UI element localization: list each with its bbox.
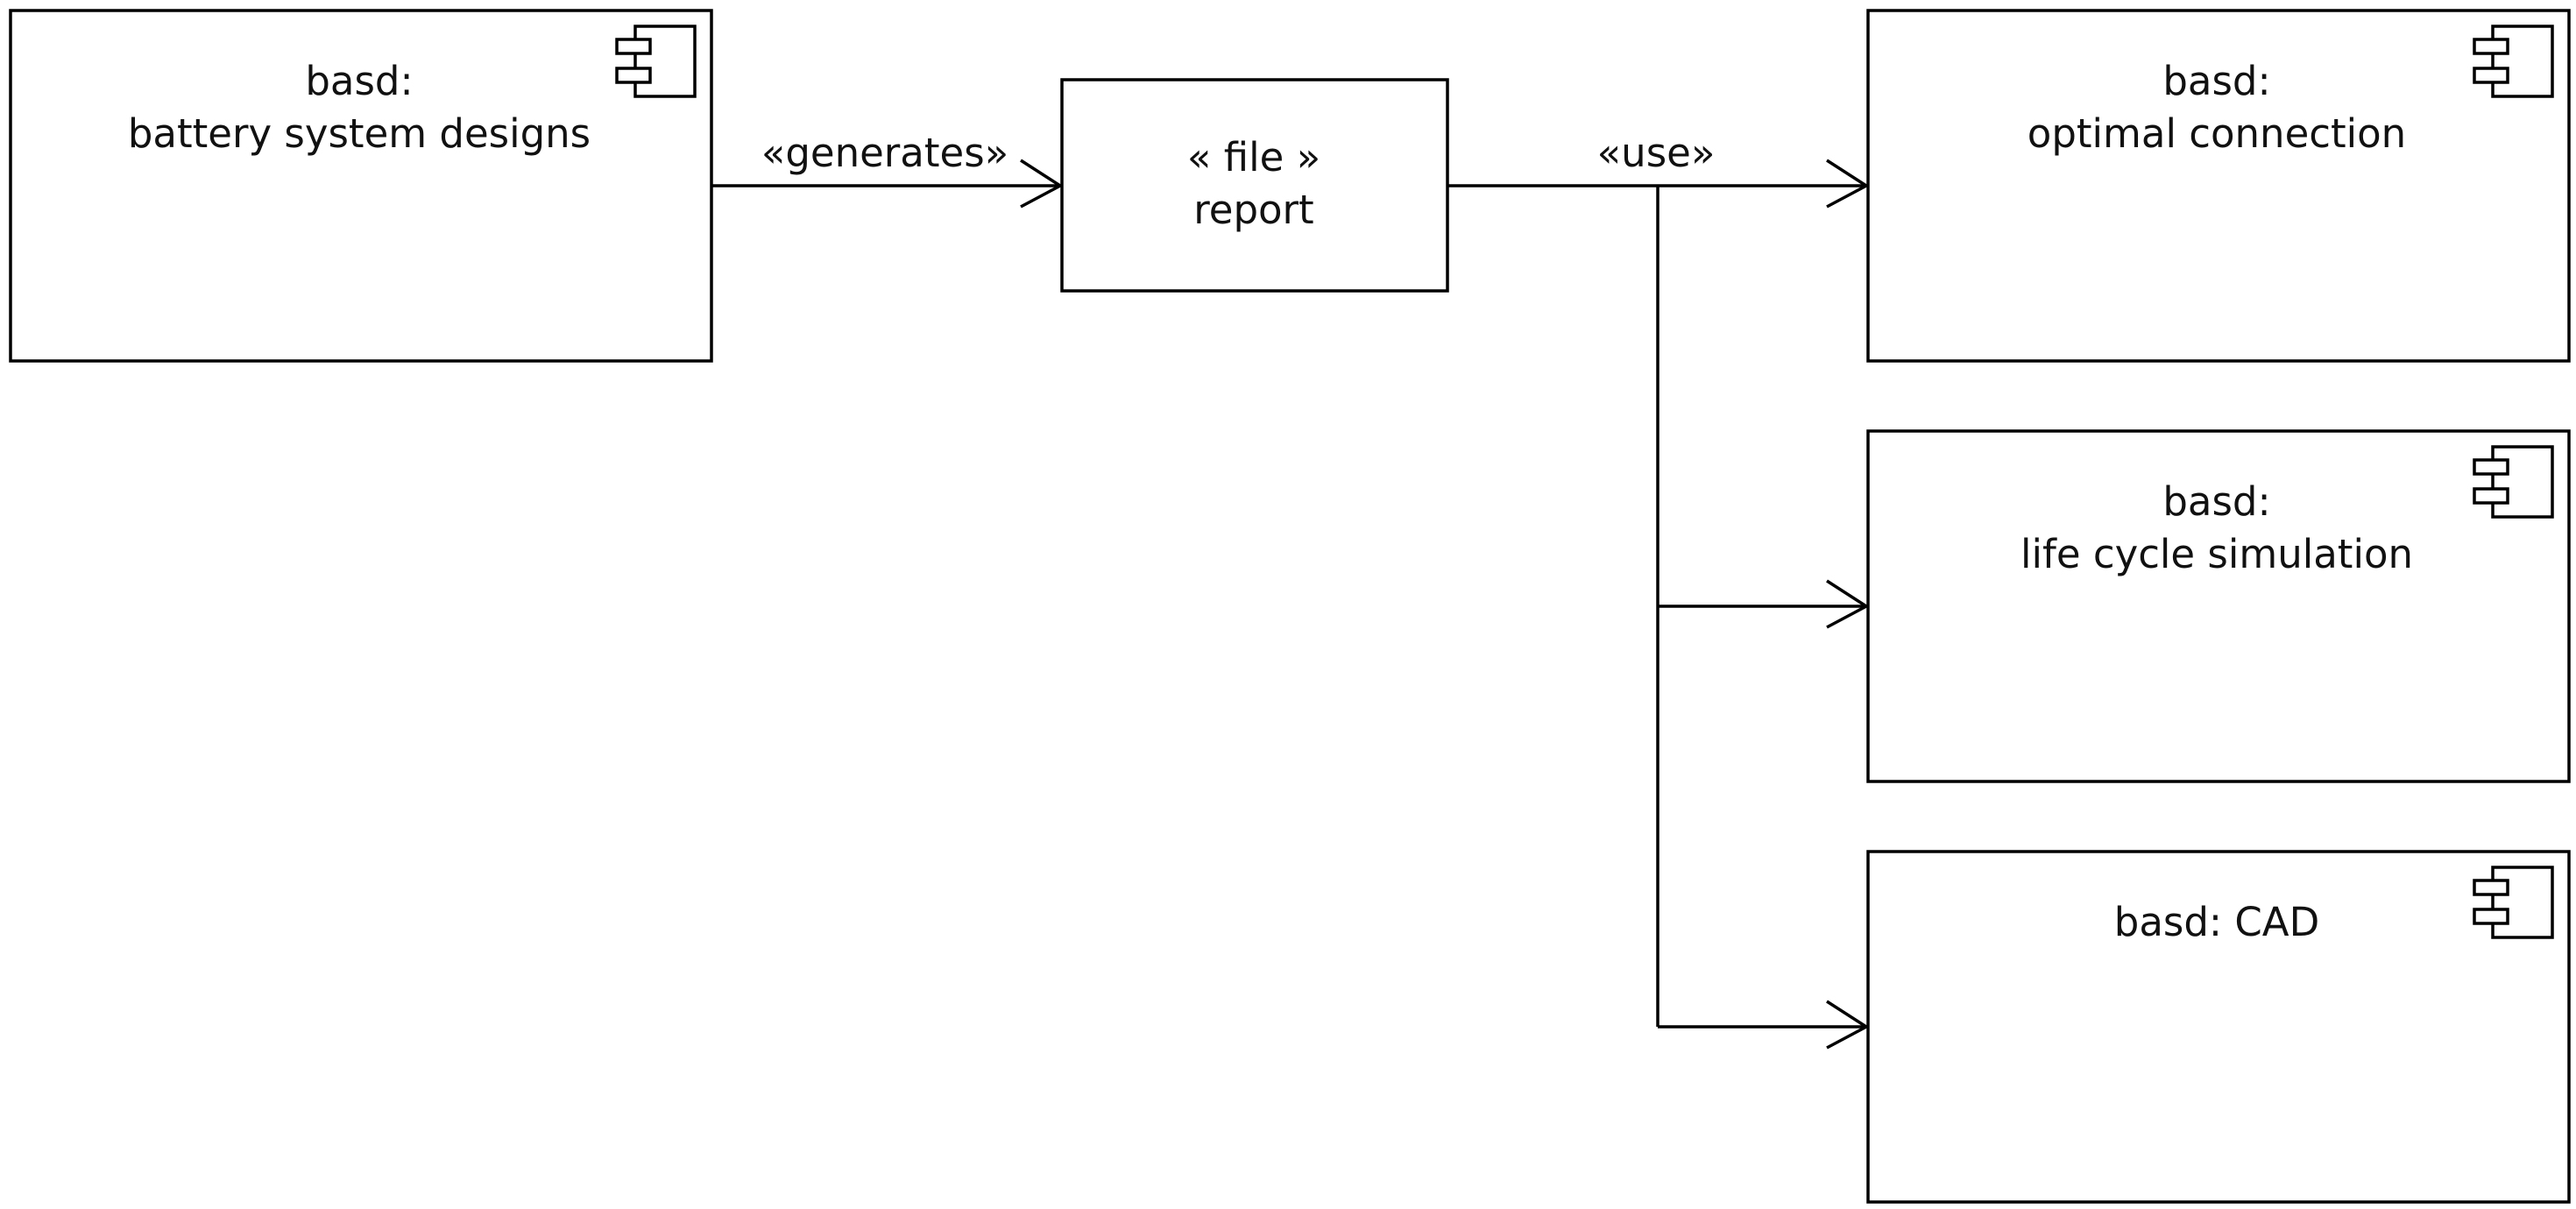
- artifact-name-label: report: [1193, 187, 1313, 233]
- component-icon: [2473, 866, 2554, 939]
- component-stereotype-label: basd:: [2162, 58, 2270, 104]
- component-cad[interactable]: basd: CAD: [1866, 850, 2571, 1204]
- edge-use-label: «use»: [1597, 130, 1716, 176]
- component-icon: [2473, 25, 2554, 98]
- component-icon: [615, 25, 697, 98]
- component-stereotype-label: basd:: [2162, 478, 2270, 525]
- component-icon: [2473, 445, 2554, 519]
- component-box: [1866, 850, 2571, 1204]
- arrowhead-icon: [1826, 1000, 1870, 1050]
- component-battery-system-designs[interactable]: basd: battery system designs: [9, 9, 713, 363]
- artifact-report[interactable]: « file » report: [1060, 78, 1449, 293]
- component-name-label: basd: CAD: [2114, 899, 2319, 945]
- component-name-label: battery system designs: [128, 110, 591, 157]
- component-box: [9, 9, 713, 363]
- component-name-label: optimal connection: [2028, 110, 2406, 157]
- edge-generates-label: «generates»: [761, 130, 1008, 176]
- edge-use[interactable]: «use»: [1447, 130, 1870, 1050]
- component-stereotype-label: basd:: [305, 58, 413, 104]
- component-box: [1866, 9, 2571, 363]
- component-box: [1866, 429, 2571, 783]
- arrowhead-icon: [1826, 159, 1870, 209]
- arrowhead-icon: [1020, 159, 1064, 209]
- arrowhead-icon: [1826, 579, 1870, 629]
- artifact-stereotype-label: « file »: [1187, 134, 1320, 180]
- component-life-cycle-simulation[interactable]: basd: life cycle simulation: [1866, 429, 2571, 783]
- component-name-label: life cycle simulation: [2020, 531, 2413, 577]
- artifact-box: [1060, 78, 1449, 293]
- component-optimal-connection[interactable]: basd: optimal connection: [1866, 9, 2571, 363]
- edge-generates[interactable]: «generates»: [711, 130, 1064, 209]
